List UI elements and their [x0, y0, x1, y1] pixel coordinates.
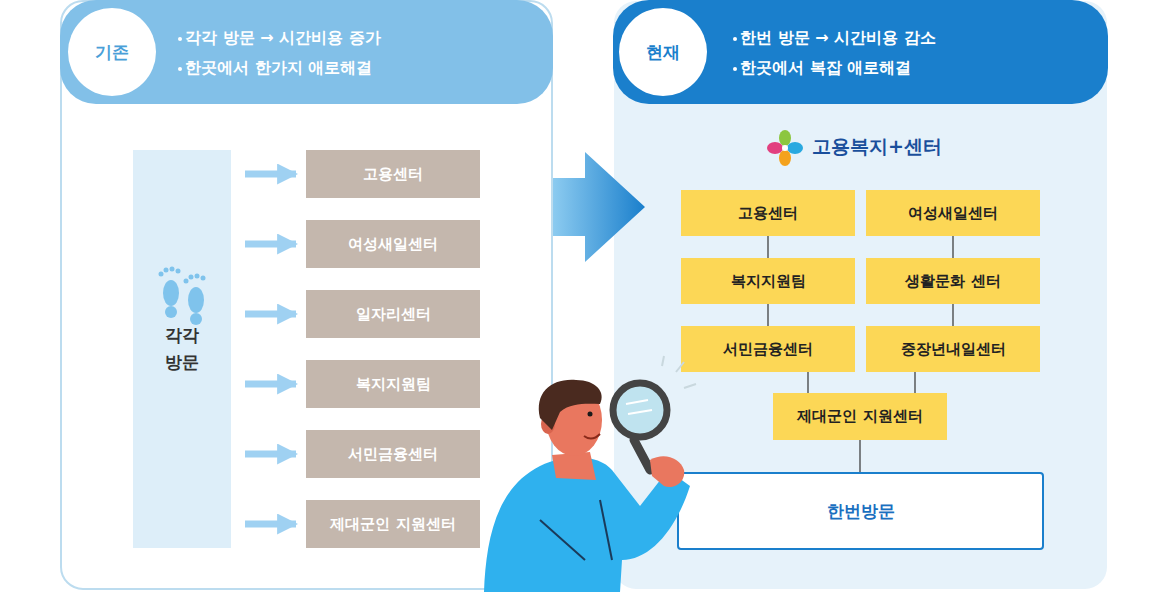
header-bullet: 한번 방문 → 시간비용 감소	[740, 28, 936, 49]
header-bullet: 각각 방문 → 시간비용 증가	[185, 28, 381, 49]
box-label: 현재	[646, 41, 680, 64]
box-label: 제대군인 지원센터	[330, 515, 455, 534]
center-box: 일자리센터	[306, 290, 480, 338]
arrow	[245, 171, 296, 178]
center-box: 복지지원팀	[681, 258, 855, 304]
box-label: 한번방문	[827, 500, 895, 523]
box-label: 여성새일센터	[908, 204, 998, 223]
center-box: 여성새일센터	[306, 220, 480, 268]
center-box: 서민금융센터	[681, 326, 855, 372]
box-label: 중장년내일센터	[901, 340, 1006, 359]
arrow	[245, 521, 296, 528]
before-panel: 각각 방문 → 시간비용 증가한곳에서 한가지 애로해결 기존각각 방문 고용센터여…	[60, 0, 553, 590]
box-label: 기존	[95, 41, 129, 64]
after-badge: 현재	[619, 8, 707, 96]
box-label: 각각 방문	[159, 322, 205, 376]
visit-box: 각각 방문	[133, 150, 231, 548]
center-box: 제대군인 지원센터	[773, 393, 947, 440]
connector-line	[952, 304, 953, 326]
center-box: 여성새일센터	[866, 190, 1040, 236]
connector-line	[859, 440, 860, 472]
box-label: 복지지원팀	[356, 375, 431, 394]
big-arrow	[553, 152, 645, 262]
bullet-dot	[178, 37, 182, 41]
bullet-dot	[733, 67, 737, 71]
connector-line	[952, 236, 953, 258]
box-label: 고용센터	[738, 204, 798, 223]
bullet-dot	[733, 37, 737, 41]
center-box: 서민금융센터	[306, 430, 480, 478]
center-box: 복지지원팀	[306, 360, 480, 408]
box-label: 여성새일센터	[348, 235, 438, 254]
center-box: 제대군인 지원센터	[306, 500, 480, 548]
box-label: 서민금융센터	[348, 445, 438, 464]
footprints-icon	[159, 267, 206, 326]
connector-line	[767, 236, 768, 258]
logo-text: 고용복지+센터	[812, 134, 942, 160]
arrow	[245, 311, 296, 318]
box-label: 생활문화 센터	[905, 272, 1000, 291]
connector-line	[807, 372, 808, 393]
connector-line	[767, 304, 768, 326]
header-bullet: 한곳에서 복잡 애로해결	[740, 58, 911, 79]
one-visit-box: 한번방문	[677, 472, 1044, 550]
before-badge: 기존	[68, 8, 156, 96]
box-label: 서민금융센터	[723, 340, 813, 359]
center-box: 중장년내일센터	[866, 326, 1040, 372]
center-box: 생활문화 센터	[866, 258, 1040, 304]
box-label: 제대군인 지원센터	[797, 407, 922, 426]
arrow	[245, 241, 296, 248]
box-label: 복지지원팀	[731, 272, 806, 291]
logo-icon	[767, 130, 803, 166]
bullet-dot	[178, 67, 182, 71]
after-panel: 한번 방문 → 시간비용 감소한곳에서 복잡 애로해결 현재고용센터 여성새일센터복…	[613, 0, 1108, 590]
arrow	[245, 451, 296, 458]
arrow	[245, 381, 296, 388]
person-illustration	[484, 356, 696, 592]
header-bullet: 한곳에서 한가지 애로해결	[185, 58, 372, 79]
box-label: 일자리센터	[356, 305, 431, 324]
center-box: 고용센터	[306, 150, 480, 198]
connector-line	[914, 372, 915, 393]
box-label: 고용센터	[363, 165, 423, 184]
center-box: 고용센터	[681, 190, 855, 236]
